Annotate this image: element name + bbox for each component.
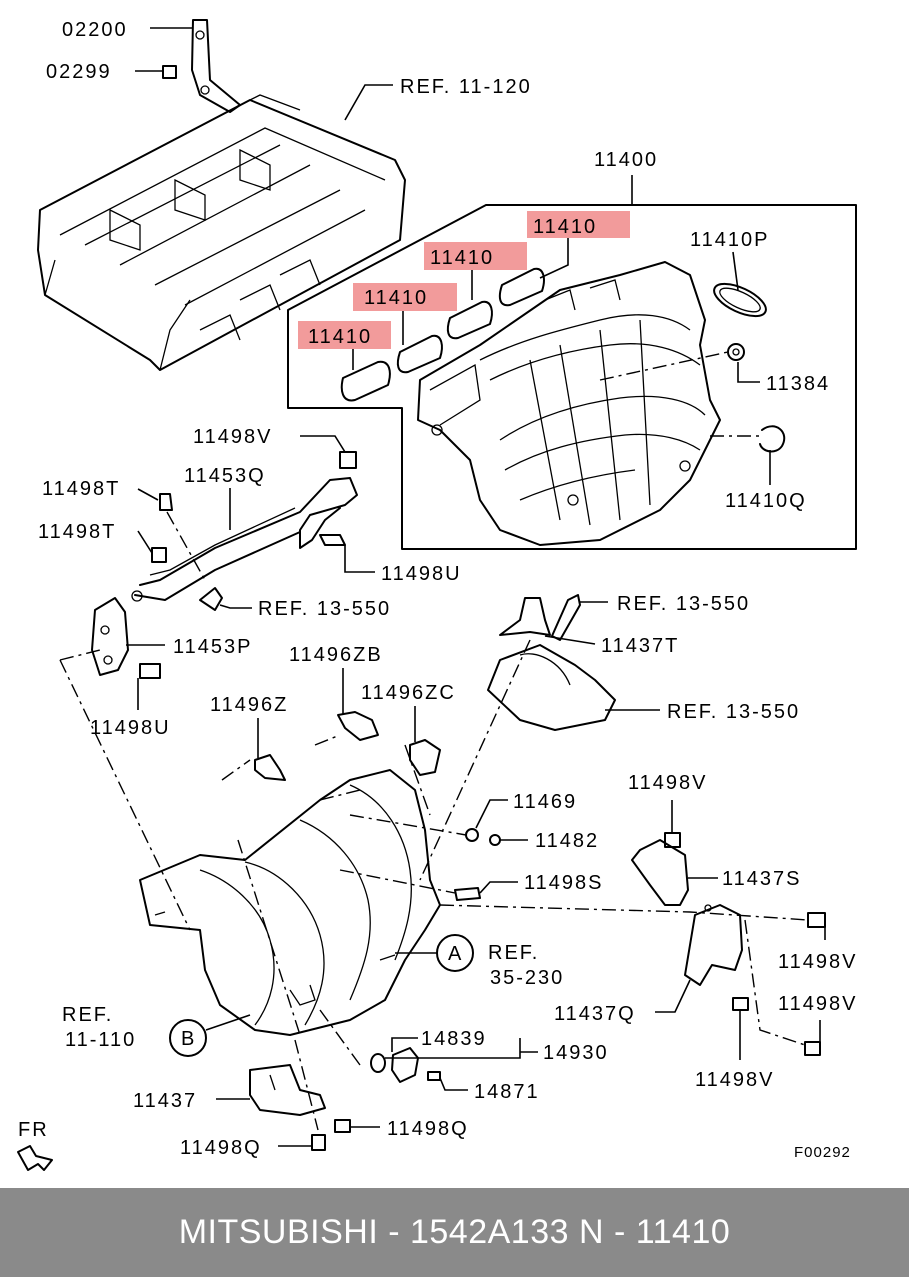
label-11437: 11437 (133, 1090, 197, 1112)
lower-intake-manifold (139, 769, 441, 1036)
leader-11410-a (539, 238, 569, 279)
label-11496zc: 11496ZC (361, 682, 456, 704)
label-11400: 11400 (594, 149, 658, 171)
label-11437q: 11437Q (554, 1003, 636, 1025)
leader-ref11120 (344, 84, 393, 121)
label-ref-13-550-b: REF. 13-550 (617, 593, 750, 615)
bracket-11453q (131, 451, 358, 611)
leader-11437t (544, 635, 596, 645)
callout-circle-b (169, 1019, 207, 1057)
leader-14930 (385, 1038, 538, 1059)
bracket-11437q (684, 904, 826, 1056)
label-11498q-a: 11498Q (387, 1118, 469, 1140)
cylinder-head (37, 94, 406, 371)
label-circle-a: A (448, 943, 463, 965)
label-11410q: 11410Q (725, 490, 807, 512)
bracket-11437t (499, 594, 581, 641)
label-11496zb: 11496ZB (289, 644, 383, 666)
label-02200: 02200 (62, 19, 128, 41)
highlight-11410-c (353, 283, 457, 311)
label-11384: 11384 (766, 373, 830, 395)
leader-11498u-a (344, 545, 375, 573)
label-11453q: 11453Q (184, 465, 266, 487)
intake-manifold-11400 (417, 261, 721, 546)
gaskets-11410 (340, 267, 545, 402)
parts-diagram: 02200 02299 REF. 11-120 11400 11410 1141… (17, 19, 857, 1171)
label-11437s: 11437S (722, 868, 801, 890)
leader-11469 (475, 799, 508, 829)
label-14871: 14871 (474, 1081, 540, 1103)
label-11410p: 11410P (690, 229, 769, 251)
bracket-11453p (91, 597, 161, 679)
bracket-11437s (631, 832, 689, 906)
clips-11496 (254, 711, 441, 781)
leader-11410p (732, 251, 739, 291)
label-ref-11-120: REF. 11-120 (400, 76, 532, 98)
oring-11410p (713, 282, 767, 318)
label-11498s: 11498S (524, 872, 603, 894)
label-11498t-b: 11498T (38, 521, 116, 543)
washer-11384 (727, 343, 745, 361)
figure-code: F00292 (794, 1144, 851, 1161)
sensor-14930 (370, 1047, 441, 1083)
label-02299: 02299 (46, 61, 112, 83)
label-14839: 14839 (421, 1028, 487, 1050)
label-11498q-b: 11498Q (180, 1137, 262, 1159)
part-number-footer: MITSUBISHI - 1542A133 N - 11410 (0, 1188, 909, 1277)
leader-11498v-a (300, 435, 346, 453)
manifold-inset-frame (287, 204, 857, 550)
label-11410-c: 11410 (364, 287, 428, 309)
leader-11498t-b (137, 530, 153, 554)
leader-11498t-a (137, 488, 159, 501)
highlight-11410-b (424, 242, 527, 270)
label-ref-35-230-line2: 35-230 (490, 967, 564, 989)
leader-14871 (439, 1077, 468, 1091)
label-11453p: 11453P (173, 636, 252, 658)
label-14930: 14930 (543, 1042, 609, 1064)
label-11498u-b: 11498U (90, 717, 171, 739)
seal-11469 (465, 828, 479, 842)
label-ref-11-110-line2: 11-110 (65, 1029, 136, 1051)
nut-11482 (489, 834, 501, 846)
leader-14839 (391, 1037, 418, 1052)
leader-11384 (737, 362, 760, 383)
label-11498v-d: 11498V (778, 993, 857, 1015)
label-11469: 11469 (513, 791, 577, 813)
label-11498v-c: 11498V (778, 951, 857, 973)
label-ref-35-230-line1: REF. (488, 942, 539, 964)
leader-11437q (655, 979, 691, 1013)
highlight-11410-a (527, 211, 630, 238)
label-fr: FR (18, 1119, 49, 1141)
label-circle-b: B (181, 1028, 196, 1050)
label-11498u-a: 11498U (381, 563, 462, 585)
bracket-11437 (249, 1064, 351, 1151)
label-11482: 11482 (535, 830, 599, 852)
label-11410-a: 11410 (533, 216, 597, 238)
label-11410-b: 11410 (430, 247, 494, 269)
label-11498v-b: 11498V (628, 772, 707, 794)
highlight-11410-d (298, 321, 391, 349)
label-ref-13-550-c: REF. 13-550 (667, 701, 800, 723)
label-ref-11-110-line1: REF. (62, 1004, 113, 1026)
label-11437t: 11437T (601, 635, 679, 657)
leader-ref13550-a (219, 604, 252, 609)
label-ref-13-550-a: REF. 13-550 (258, 598, 391, 620)
label-11498v-a: 11498V (193, 426, 272, 448)
ring-11410q (759, 425, 786, 453)
footer-text: MITSUBISHI - 1542A133 N - 11410 (178, 1213, 731, 1251)
label-11498v-e: 11498V (695, 1069, 774, 1091)
bolt-11498s (454, 887, 481, 901)
bracket-02200 (162, 19, 241, 113)
front-arrow-icon (17, 1145, 53, 1171)
air-duct (487, 644, 616, 731)
oring-11410p-inner (719, 287, 761, 313)
label-11496z: 11496Z (210, 694, 288, 716)
label-11498t-a: 11498T (42, 478, 120, 500)
leader-11498s (479, 881, 518, 894)
label-11410-d: 11410 (308, 326, 372, 348)
